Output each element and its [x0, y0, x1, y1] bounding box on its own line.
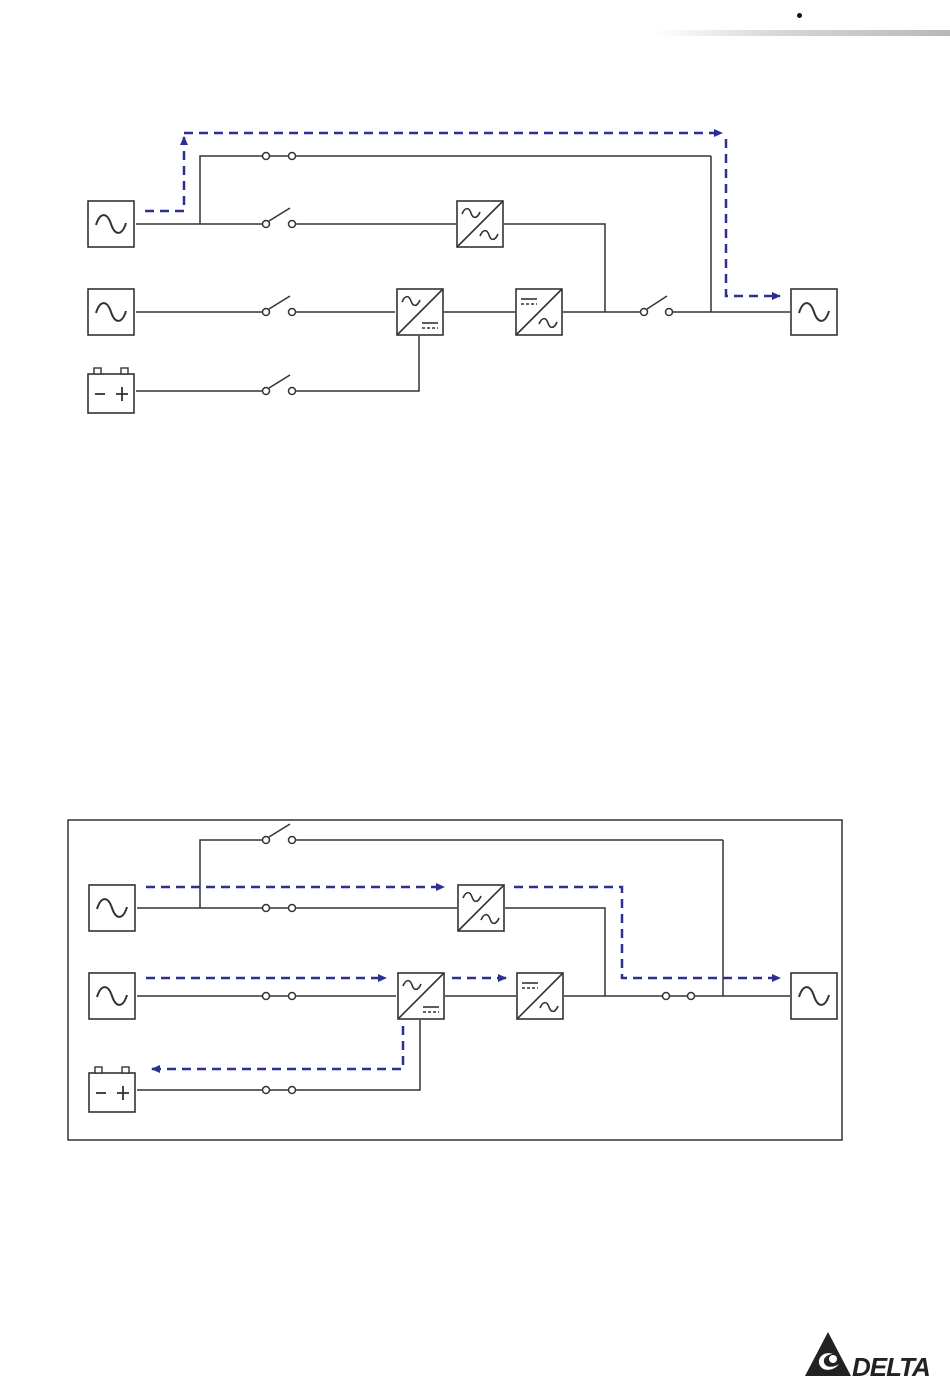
upper-wiring [136, 156, 790, 391]
delta-triangle-icon [803, 1330, 853, 1380]
upper-switch-main-source [263, 296, 296, 316]
upper-switch-output [641, 296, 673, 316]
lower-switch-bypass-top [263, 824, 296, 844]
lower-diagram-frame [68, 820, 842, 1140]
upper-inverter-icon [516, 289, 562, 335]
lower-switch-battery [263, 1087, 296, 1094]
upper-rectifier-icon [397, 289, 443, 335]
upper-output-load-icon [791, 289, 837, 335]
lower-switch-bypass-source [263, 905, 296, 912]
upper-ac-ac-converter-icon [457, 201, 503, 247]
lower-inverter-icon [517, 973, 563, 1019]
brand-logo-text: DELTA [852, 1352, 930, 1383]
lower-battery-icon [89, 1067, 135, 1112]
upper-switch-bypass-source [263, 208, 296, 228]
upper-main-source-icon [88, 289, 134, 335]
upper-switch-bypass-top [263, 153, 296, 160]
lower-switch-main-source [263, 993, 296, 1000]
upper-battery-icon [88, 368, 134, 413]
lower-ac-ac-converter-icon [458, 885, 504, 931]
lower-bypass-source-icon [89, 885, 135, 931]
upper-diagram [88, 133, 837, 413]
lower-rectifier-icon [398, 973, 444, 1019]
upper-switch-battery [263, 375, 296, 395]
upper-bypass-source-icon [88, 201, 134, 247]
lower-output-load-icon [791, 973, 837, 1019]
lower-wiring [137, 840, 790, 1090]
lower-main-source-icon [89, 973, 135, 1019]
lower-switch-output [663, 993, 695, 1000]
lower-diagram [68, 820, 842, 1140]
